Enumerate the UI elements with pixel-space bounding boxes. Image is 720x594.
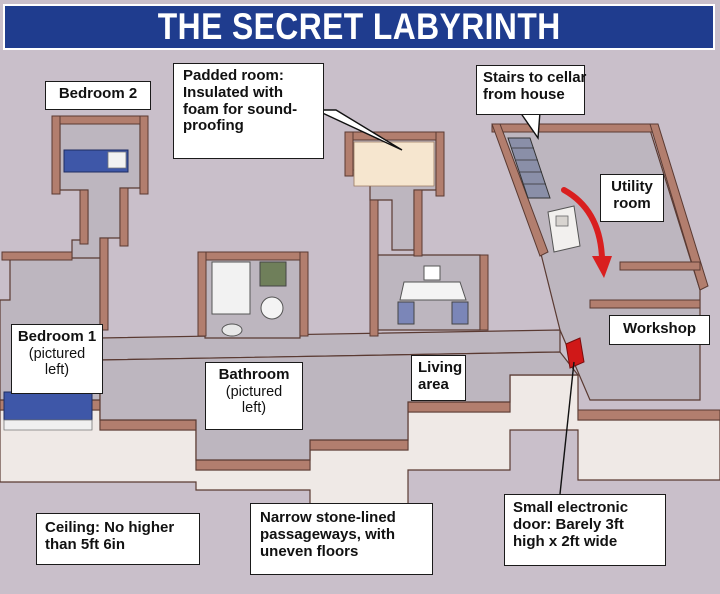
wall-living-right <box>479 254 489 331</box>
front-wall-top-d <box>407 401 511 413</box>
wall-padded-corr-right <box>413 189 423 257</box>
passage-line3: uneven floors <box>260 542 359 560</box>
padded-room-floor <box>353 141 435 187</box>
wall-bathroom-top <box>199 251 307 261</box>
wall-workshop-top <box>589 299 701 309</box>
label-bedroom-2: Bedroom 2 <box>45 81 151 110</box>
callout-pointers <box>315 109 575 495</box>
utility-line2: room <box>613 194 651 212</box>
passage-line1: Narrow stone-lined <box>260 509 396 526</box>
page-title: THE SECRET LABYRINTH <box>157 6 561 47</box>
padded-room-line2: Insulated with <box>183 83 284 101</box>
bathroom-note1: (pictured <box>225 383 283 400</box>
label-bedroom-1: Bedroom 1 (pictured left) <box>11 324 103 394</box>
wall-utility-divider <box>619 261 701 271</box>
bed-icon <box>63 149 129 173</box>
ceiling-line2: than 5ft 6in <box>45 535 126 553</box>
bathroom-note2: left) <box>241 400 267 417</box>
label-living-area: Living area <box>411 355 466 401</box>
wall-corridor-b2-right <box>119 187 129 247</box>
front-wall-top-c <box>309 439 409 451</box>
wall-living-left <box>369 199 379 337</box>
padded-room-line3: foam for sound- <box>183 100 298 118</box>
padded-room-line4: proofing <box>183 117 244 135</box>
label-small-door: Small electronic door: Barely 3ft high x… <box>504 494 666 566</box>
table-chairs-icon <box>397 265 469 325</box>
bathroom-fixtures-icon <box>211 261 287 337</box>
title-banner: THE SECRET LABYRINTH <box>3 4 715 50</box>
wall-utility-right <box>649 123 709 291</box>
red-door-icon <box>565 337 585 369</box>
utility-line1: Utility <box>611 178 653 195</box>
wall-padded-left <box>344 131 354 177</box>
wall-bedroom2-right <box>139 115 149 195</box>
passage-line2: passageways, with <box>260 525 396 543</box>
label-bathroom: Bathroom (pictured left) <box>205 362 303 430</box>
label-ceiling: Ceiling: No higher than 5ft 6in <box>36 513 200 565</box>
door-line2: door: Barely 3ft <box>513 515 624 533</box>
front-wall-top-a <box>99 419 197 431</box>
wall-bedroom1-top <box>1 251 73 261</box>
utility-arrow-icon <box>561 187 612 278</box>
padded-room-line1: Padded room: <box>183 67 284 84</box>
front-wall-top-e <box>577 409 720 421</box>
bedroom-1-note2: left) <box>44 362 70 379</box>
front-wall-top-b <box>195 459 311 471</box>
wall-padded-right <box>435 131 445 197</box>
wall-bathroom-left <box>197 251 207 337</box>
workshop-text: Workshop <box>622 320 697 337</box>
bedroom-1-text: Bedroom 1 <box>17 328 97 345</box>
bed-icon-bedroom1 <box>3 391 93 431</box>
wall-bedroom2-top <box>54 115 147 125</box>
label-padded-room: Padded room: Insulated with foam for sou… <box>173 63 324 159</box>
bathroom-text: Bathroom <box>218 366 290 383</box>
door-line3: high x 2ft wide <box>513 532 618 550</box>
padded-room-pointer <box>315 109 403 151</box>
label-passageways: Narrow stone-lined passageways, with une… <box>250 503 433 575</box>
wall-padded-top <box>344 131 443 141</box>
door-line1: Small electronic <box>513 499 629 516</box>
utility-box-icon <box>547 205 581 253</box>
bedroom-1-note1: (pictured <box>28 345 86 362</box>
label-workshop: Workshop <box>609 315 710 345</box>
living-line2: area <box>418 375 449 393</box>
label-stairs: Stairs to cellar from house <box>476 65 587 115</box>
stairs-line1: Stairs to cellar <box>483 69 587 86</box>
stairs-icon <box>507 137 551 199</box>
inner-walls <box>1 115 709 337</box>
living-line1: Living <box>418 359 463 376</box>
wall-corridor-b2-left <box>79 189 89 245</box>
label-utility-room: Utility room <box>600 174 664 222</box>
wall-bathroom-right <box>299 251 309 337</box>
ceiling-line1: Ceiling: No higher <box>45 519 175 536</box>
wall-utility-left <box>491 123 549 257</box>
wall-bedroom2-left <box>51 115 61 195</box>
wall-corridor-b2-lower <box>99 237 109 331</box>
bedroom-2-text: Bedroom 2 <box>58 85 138 102</box>
door-pointer-line <box>559 361 575 495</box>
stairs-line2: from house <box>483 85 565 103</box>
wall-utility-top <box>491 123 657 133</box>
